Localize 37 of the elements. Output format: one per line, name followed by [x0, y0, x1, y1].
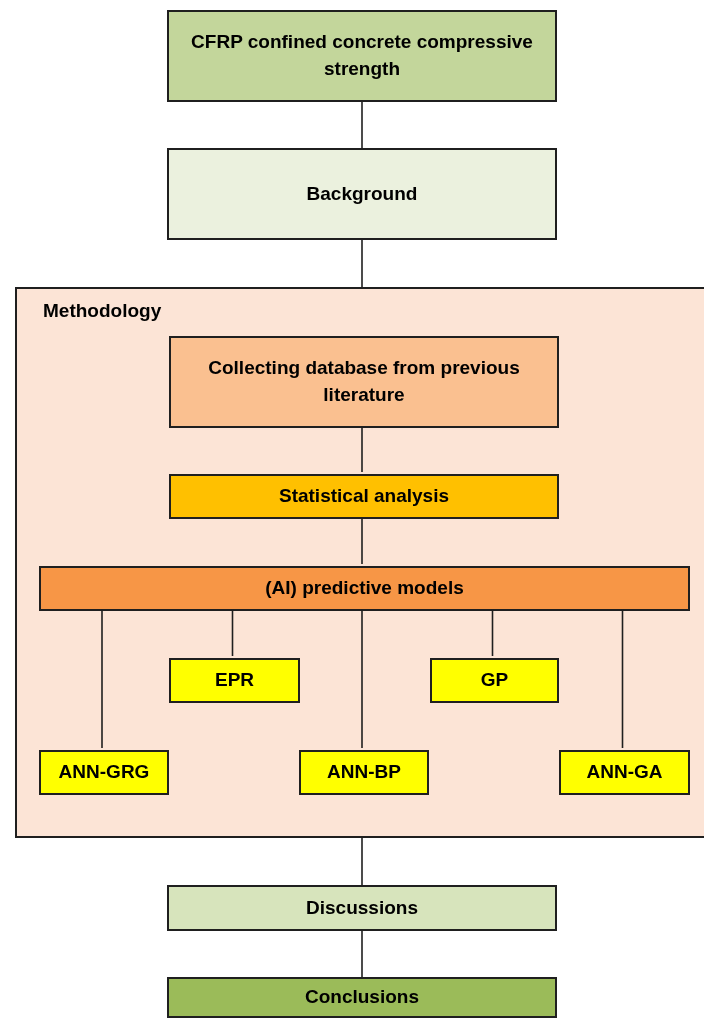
process-box [39, 566, 690, 611]
connector-line [361, 608, 363, 749]
box-label: Discussions [306, 895, 418, 920]
process-box [167, 977, 557, 1018]
group-panel [15, 287, 704, 838]
connector-line [361, 425, 363, 473]
model-box [169, 658, 300, 703]
process-box [167, 885, 557, 931]
process-box [167, 10, 557, 102]
box-label: EPR [214, 668, 255, 693]
connector-line [361, 239, 363, 288]
process-box [167, 148, 557, 240]
box-label: Background [306, 181, 418, 206]
box-label: GP [480, 668, 509, 693]
process-box [169, 474, 559, 519]
connector-line [101, 608, 103, 749]
model-box [430, 658, 559, 703]
model-box [39, 750, 169, 795]
model-box [559, 750, 690, 795]
box-label: ANN-BP [327, 760, 401, 785]
connector-line [491, 608, 494, 657]
box-label: Collecting database from previous literature [207, 356, 521, 407]
connector-line [361, 101, 363, 149]
box-label: ANN-GA [586, 760, 663, 785]
box-label: (AI) predictive models [265, 576, 464, 601]
connector-line [621, 608, 624, 749]
box-label: ANN-GRG [58, 760, 150, 785]
connector-line [361, 930, 363, 978]
box-label: Conclusions [305, 985, 419, 1010]
process-box [169, 336, 559, 428]
box-label: Statistical analysis [278, 484, 449, 509]
connector-line [361, 837, 363, 886]
box-label: CFRP confined concrete compressive strength [190, 30, 534, 81]
connector-line [231, 608, 234, 657]
group-heading: Methodology [43, 299, 162, 323]
model-box [299, 750, 429, 795]
connector-line [361, 516, 363, 565]
